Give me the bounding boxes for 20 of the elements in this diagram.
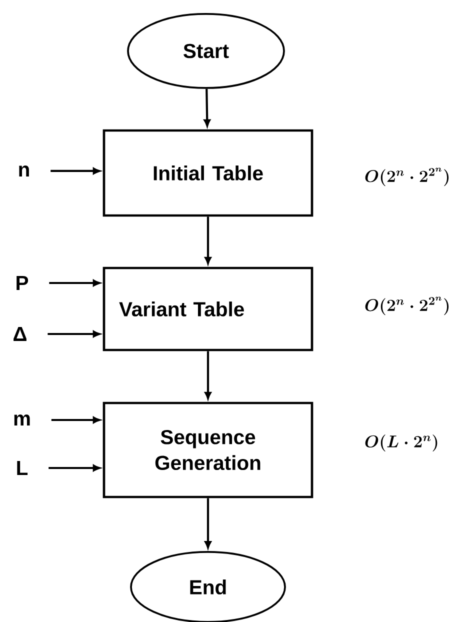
input-label: n	[19, 166, 29, 176]
input-label: Δ	[14, 327, 26, 341]
process-box: Initial Table	[102, 129, 314, 217]
arrow	[204, 498, 212, 548]
process-box: Sequence Generation	[102, 402, 314, 498]
input-label: P	[16, 276, 28, 290]
complexity-formula: $O(2^{n}\cdot 2^{2^{n}})$	[365, 296, 449, 316]
arrow	[48, 464, 100, 472]
arrow	[204, 88, 210, 127]
complexity-formula: $O(2^{n}\cdot 2^{2^{n}})$	[365, 168, 449, 186]
input-label: m	[14, 414, 30, 426]
arrow	[204, 351, 212, 400]
arrow	[48, 330, 100, 338]
complexity-formula: $O(L\cdot 2^{n})$	[365, 434, 438, 452]
input-label: L	[17, 461, 28, 475]
process-box: Variant Table	[102, 266, 314, 352]
arrow	[51, 416, 100, 424]
arrow	[204, 216, 212, 264]
arrow	[49, 280, 100, 286]
arrow	[50, 168, 100, 174]
